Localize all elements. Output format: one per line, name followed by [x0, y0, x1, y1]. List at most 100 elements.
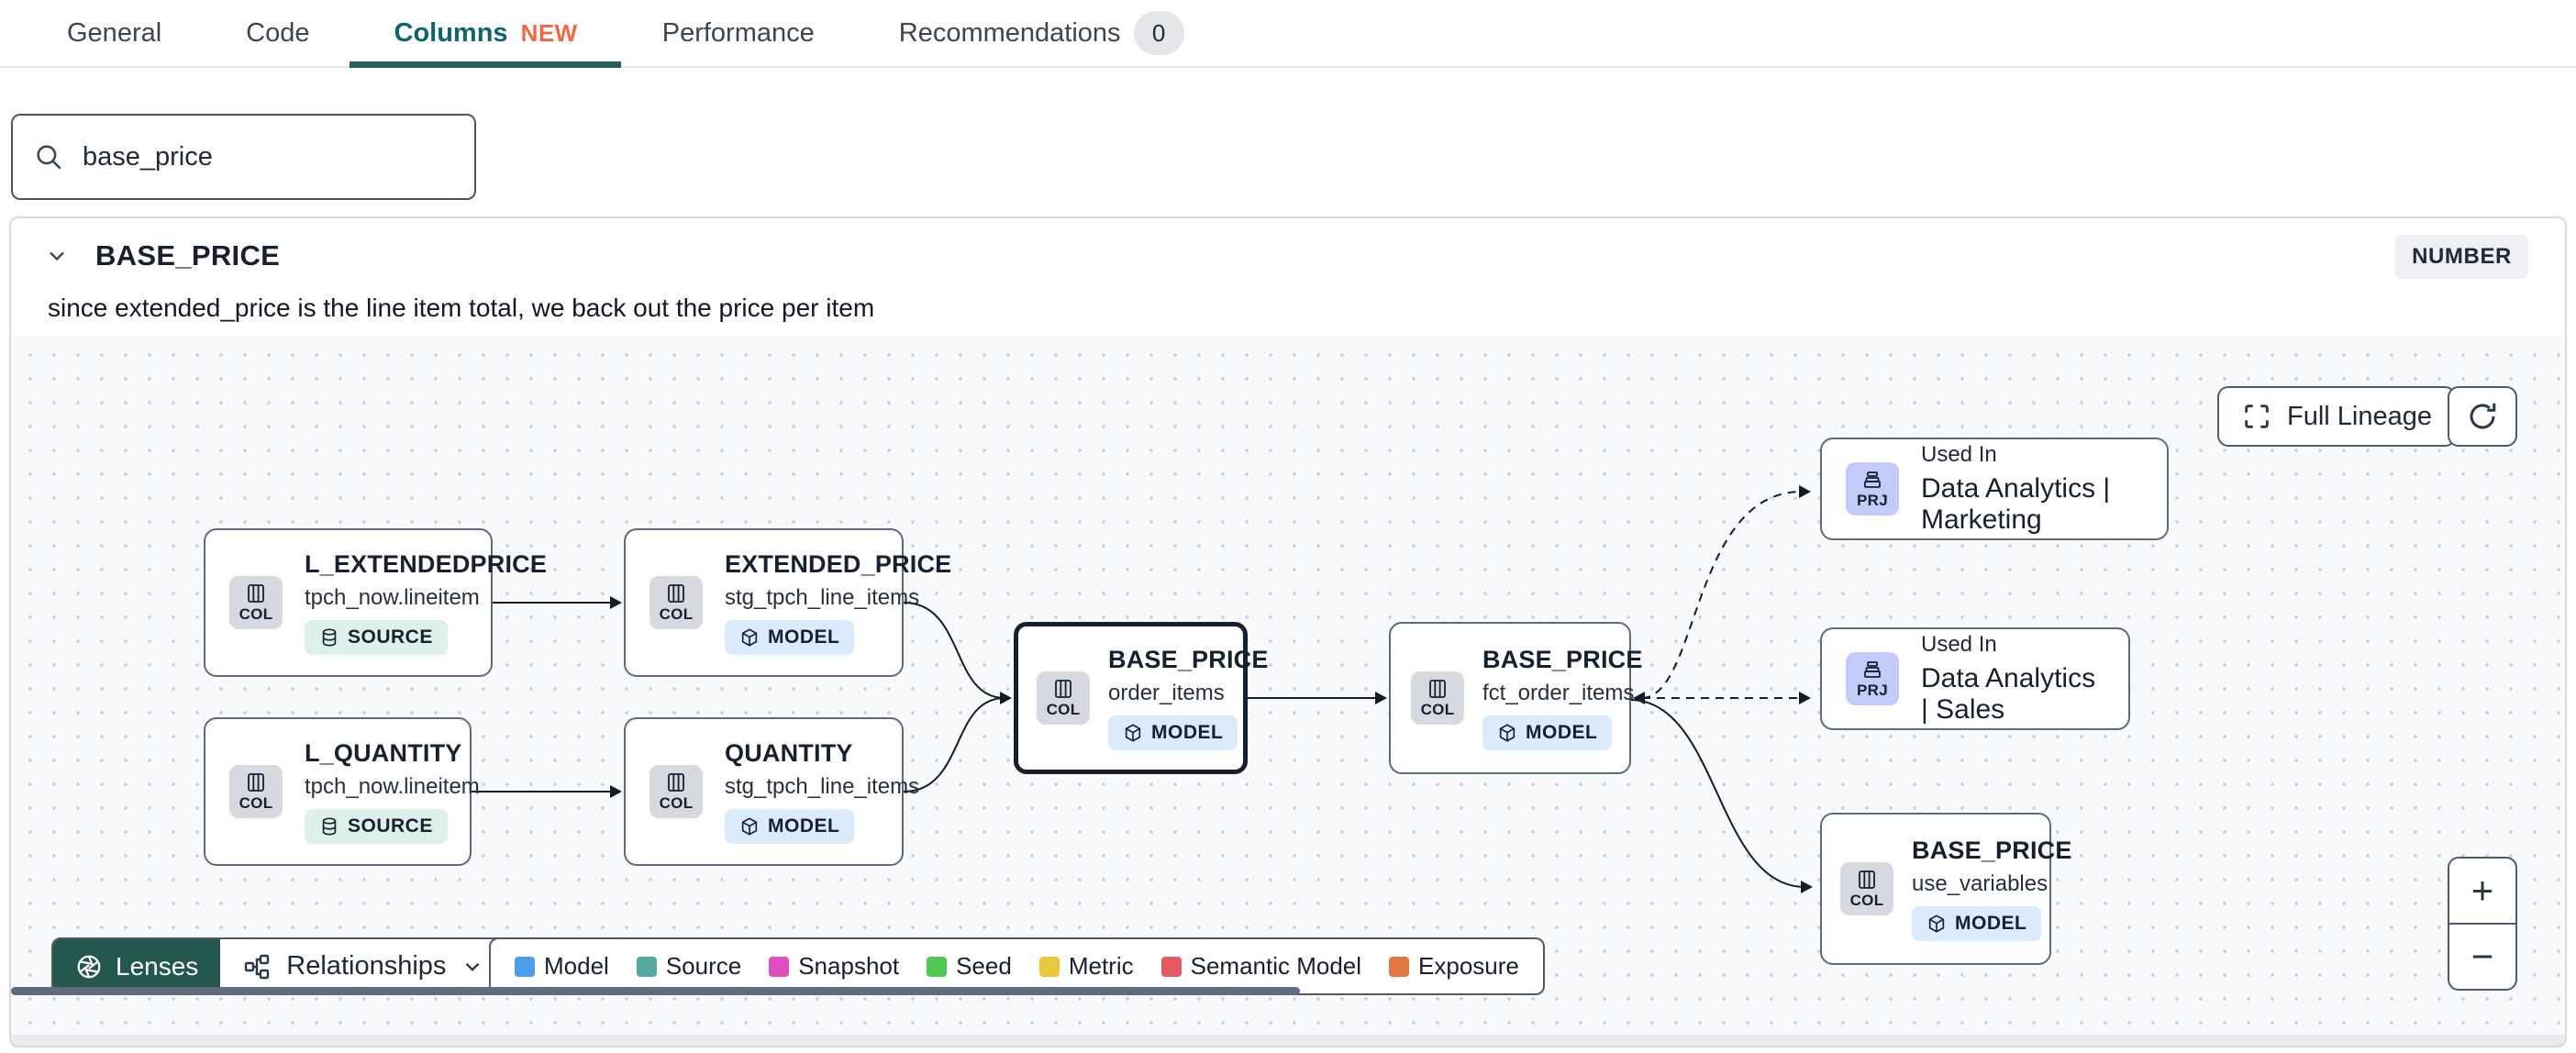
legend-swatch	[927, 956, 948, 977]
resource-badge: MODEL	[1912, 906, 2042, 941]
node-title: BASE_PRICE	[1108, 646, 1269, 673]
count-badge: 0	[1133, 11, 1184, 55]
full-lineage-button[interactable]: Full Lineage	[2217, 386, 2456, 447]
tab-label: General	[67, 17, 162, 48]
legend-label: Source	[665, 952, 742, 980]
lineage-node-base-price-order-items[interactable]: COL BASE_PRICE order_items MODEL	[1014, 622, 1268, 774]
legend-swatch	[636, 956, 657, 977]
column-chip: COL	[1037, 671, 1090, 725]
lineage-node-quantity[interactable]: COL QUANTITY stg_tpch_line_items MODEL	[624, 717, 919, 866]
column-chip: COL	[1840, 862, 1893, 915]
chip-label: COL	[659, 793, 694, 812]
resource-badge: MODEL	[1482, 715, 1613, 750]
badge-label: MODEL	[1955, 913, 2027, 934]
legend-swatch	[1038, 956, 1060, 977]
chip-label: COL	[239, 793, 273, 812]
relationships-select[interactable]: Relationships	[220, 939, 506, 993]
resource-legend: Model Source Snapshot Seed Metric Semant…	[489, 937, 1545, 995]
legend-item-exposure: Exposure	[1389, 952, 1519, 981]
badge-label: MODEL	[1526, 722, 1598, 743]
used-in-label: Used In	[1921, 632, 1997, 657]
resource-badge: MODEL	[1108, 715, 1238, 750]
chevron-down-icon	[466, 962, 480, 971]
chip-label: COL	[239, 604, 273, 623]
resource-badge: MODEL	[725, 620, 855, 655]
legend-item-model: Model	[515, 952, 609, 981]
tab-recommendations[interactable]: Recommendations 0	[899, 0, 1184, 66]
chip-label: COL	[1420, 700, 1455, 718]
legend-label: Exposure	[1418, 952, 1519, 980]
lenses-button[interactable]: Lenses	[53, 939, 221, 993]
resource-badge: SOURCE	[305, 809, 448, 844]
lineage-canvas[interactable]: COL L_EXTENDEDPRICE tpch_now.lineitem SO…	[11, 336, 2565, 1035]
columns-icon	[248, 772, 264, 792]
tab-label: Recommendations	[898, 17, 1121, 48]
cube-icon	[1125, 724, 1141, 742]
columns-icon	[1055, 679, 1071, 698]
project-chip: PRJ	[1846, 462, 1899, 515]
zoom-control: + −	[2448, 857, 2517, 991]
tab-label: Columns	[394, 17, 508, 48]
tab-performance[interactable]: Performance	[662, 0, 815, 66]
fullscreen-icon	[2245, 405, 2269, 428]
lineage-node-l-quantity[interactable]: COL L_QUANTITY tpch_now.lineitem SOURCE	[204, 717, 480, 866]
lineage-node-base-price-use-variables[interactable]: COL BASE_PRICE use_variables MODEL	[1820, 813, 2071, 965]
node-title: EXTENDED_PRICE	[725, 550, 952, 578]
chevron-down-icon[interactable]	[44, 243, 70, 269]
legend-item-seed: Seed	[927, 952, 1012, 981]
cube-icon	[741, 628, 758, 647]
legend-label: Model	[544, 952, 609, 980]
database-icon	[322, 817, 337, 836]
column-name: BASE_PRICE	[95, 239, 281, 272]
panel-scrollbar-track[interactable]	[11, 1035, 2565, 1046]
legend-item-metric: Metric	[1038, 952, 1134, 981]
column-description: since extended_price is the line item to…	[48, 294, 875, 322]
lineage-node-l-extendedprice[interactable]: COL L_EXTENDEDPRICE tpch_now.lineitem SO…	[204, 528, 547, 677]
hierarchy-icon	[245, 954, 270, 979]
column-header: BASE_PRICE NUMBER since extended_price i…	[11, 218, 2565, 336]
legend-label: Seed	[956, 952, 1012, 980]
cube-icon	[1499, 724, 1516, 742]
search-input[interactable]	[83, 141, 454, 172]
lineage-node-exposure-marketing[interactable]: PRJ Used In Data Analytics | Marketing	[1820, 438, 2169, 540]
chip-label: COL	[1046, 700, 1081, 718]
node-subtitle: tpch_now.lineitem	[305, 585, 480, 610]
legend-swatch	[515, 956, 535, 977]
lenses-label: Lenses	[116, 951, 199, 981]
chip-label: PRJ	[1857, 681, 1888, 699]
columns-icon	[248, 583, 264, 603]
column-search[interactable]	[11, 114, 476, 200]
tab-columns[interactable]: Columns NEW	[349, 0, 622, 68]
zoom-in-button[interactable]: +	[2449, 859, 2515, 925]
cube-icon	[741, 817, 758, 836]
column-panel: BASE_PRICE NUMBER since extended_price i…	[9, 216, 2567, 1047]
refresh-icon	[2470, 403, 2496, 429]
column-chip: COL	[229, 576, 283, 629]
node-title: L_EXTENDEDPRICE	[305, 550, 548, 578]
relationships-label: Relationships	[286, 951, 447, 981]
horizontal-scrollbar-thumb[interactable]	[11, 987, 1300, 995]
chip-label: COL	[1849, 891, 1884, 909]
lineage-node-base-price-fct-order-items[interactable]: COL BASE_PRICE fct_order_items MODEL	[1389, 622, 1642, 774]
node-subtitle: tpch_now.lineitem	[305, 774, 480, 799]
column-type-badge: NUMBER	[2395, 235, 2528, 279]
legend-item-source: Source	[636, 952, 742, 981]
column-chip: COL	[650, 576, 703, 629]
legend-label: Metric	[1068, 952, 1134, 980]
tab-bar: General Code Columns NEW Performance Rec…	[0, 0, 2576, 68]
refresh-button[interactable]	[2448, 386, 2517, 447]
zoom-out-button[interactable]: −	[2471, 935, 2494, 978]
badge-label: MODEL	[768, 626, 840, 648]
tab-general[interactable]: General	[67, 0, 161, 66]
archive-icon	[1864, 471, 1881, 488]
tab-code[interactable]: Code	[246, 0, 309, 66]
lineage-node-exposure-sales[interactable]: PRJ Used In Data Analytics | Sales	[1820, 627, 2130, 730]
node-title: BASE_PRICE	[1912, 837, 2072, 864]
legend-label: Snapshot	[798, 952, 900, 980]
chip-label: PRJ	[1857, 491, 1888, 509]
legend-swatch	[769, 956, 790, 977]
tab-label: Code	[246, 17, 310, 48]
legend-item-snapshot: Snapshot	[769, 952, 899, 981]
database-icon	[322, 628, 337, 647]
lineage-node-extended-price[interactable]: COL EXTENDED_PRICE stg_tpch_line_items M…	[624, 528, 951, 677]
